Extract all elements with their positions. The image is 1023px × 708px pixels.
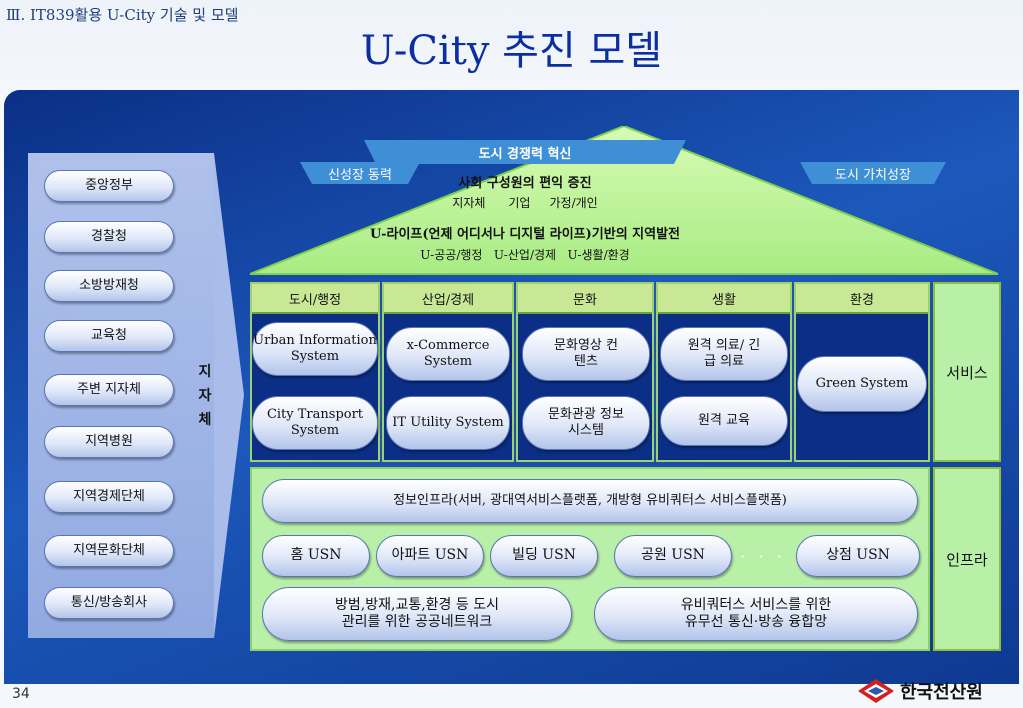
roof-shape — [250, 126, 998, 275]
domain-label: U-생활/환경 — [567, 248, 630, 262]
domain-label: U-공공/행정 — [420, 248, 483, 262]
banner-city-value-growth: 도시 가치성장 — [835, 168, 911, 183]
usn-apartment: 아파트 USN — [376, 535, 484, 577]
convergence-network-line: 유비쿼터스 서비스를 위한 — [680, 596, 832, 613]
vertical-char: 체 — [198, 412, 212, 428]
banner-new-growth: 신성장 동력 — [328, 168, 392, 183]
service-green-system: Green System — [797, 356, 927, 412]
right-banner-shape — [800, 162, 946, 184]
banner-city-competitiveness: 도시 경쟁력 혁신 — [478, 147, 572, 162]
service-it-utility-system: IT Utility System — [386, 396, 510, 450]
organization-logo: 한국전산원 — [858, 676, 1018, 706]
stakeholder-cultural-groups: 지역문화단체 — [44, 535, 174, 567]
vertical-char: 지 — [198, 364, 212, 380]
service-culture-tourism-info: 문화관광 정보시스템 — [522, 396, 650, 450]
service-city-transport-system: City Transport System — [252, 396, 378, 450]
page-number: 34 — [12, 686, 30, 702]
stakeholder-telecom-broadcast: 통신/방송회사 — [44, 587, 174, 619]
actor-label: 지자체 — [452, 196, 486, 210]
info-infrastructure-bar: 정보인프라(서버, 광대역서비스플랫폼, 개방형 유비쿼터스 서비스플랫폼) — [262, 479, 918, 523]
service-header: 도시/행정 — [252, 284, 378, 314]
service-header: 산업/경제 — [384, 284, 512, 314]
service-remote-emergency-medical: 원격 의료/ 긴급 의료 — [660, 327, 788, 381]
usn-home: 홈 USN — [262, 535, 370, 577]
service-header: 환경 — [796, 284, 928, 314]
stakeholder-economic-groups: 지역경제단체 — [44, 481, 174, 513]
page-title: U-City 추진 모델 — [360, 28, 663, 74]
section-label: Ⅲ. IT839활용 U-City 기술 및 모델 — [6, 6, 239, 24]
domain-label: U-산업/경제 — [493, 248, 557, 262]
service-header: 생활 — [658, 284, 790, 314]
usn-building: 빌딩 USN — [490, 535, 598, 577]
stakeholder-central-government: 중앙정부 — [44, 170, 174, 202]
services-side-label: 서비스 — [933, 282, 1001, 462]
roof-line-ulife: U-라이프(언제 어디서나 디지털 라이프)기반의 지역발전 — [369, 227, 681, 242]
infrastructure-side-label: 인프라 — [933, 467, 1001, 651]
usn-store: 상점 USN — [796, 535, 920, 577]
stakeholder-local-hospital: 지역병원 — [44, 426, 174, 458]
actor-label: 기업 — [508, 196, 531, 210]
public-network-line: 방범,방재,교통,환경 등 도시 — [335, 596, 499, 613]
stakeholder-education-office: 교육청 — [44, 320, 174, 352]
service-remote-education: 원격 교육 — [660, 396, 788, 446]
usn-ellipsis: · · · — [740, 546, 786, 566]
stakeholder-nearby-local-gov: 주변 지자체 — [44, 374, 174, 406]
stakeholder-fire-agency: 소방방재청 — [44, 270, 174, 302]
convergence-network-box: 유비쿼터스 서비스를 위한 유무선 통신·방송 융합망 — [594, 587, 918, 641]
service-header: 문화 — [518, 284, 652, 314]
stakeholder-police: 경찰청 — [44, 221, 174, 253]
top-banner-shape — [364, 140, 686, 164]
vertical-char: 자 — [198, 388, 212, 404]
local-government-label: 지 자 체 — [196, 360, 214, 432]
service-culture-video-content: 문화영상 컨텐츠 — [522, 327, 650, 381]
service-x-commerce-system: x-Commerce System — [386, 327, 510, 381]
left-banner-shape — [300, 162, 420, 184]
roof-line-actors: 지자체 기업 가정/개인 — [420, 194, 630, 211]
logo-text: 한국전산원 — [900, 682, 983, 703]
actor-label: 가정/개인 — [549, 196, 598, 210]
roof-line-benefit: 사회 구성원의 편익 증진 — [458, 176, 592, 191]
usn-park: 공원 USN — [614, 535, 732, 577]
public-network-line: 관리를 위한 공공네트워크 — [341, 614, 493, 630]
roof-line-domains: U-공공/행정 U-산업/경제 U-생활/환경 — [420, 246, 630, 263]
public-network-box: 방범,방재,교통,환경 등 도시 관리를 위한 공공네트워크 — [262, 587, 572, 641]
logo-diamond-icon — [858, 679, 894, 703]
arrow-right-icon — [214, 153, 244, 638]
service-urban-information-system: Urban Information System — [252, 322, 378, 376]
convergence-network-line: 유무선 통신·방송 융합망 — [684, 614, 828, 630]
